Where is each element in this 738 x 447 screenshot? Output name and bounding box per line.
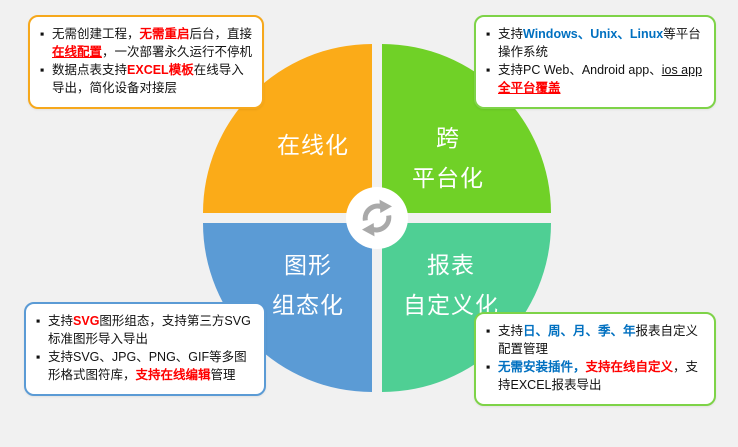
callout-item: 支持SVG图形组态，支持第三方SVG标准图形导入导出 — [35, 312, 255, 348]
callout-report-custom: 支持日、周、月、季、年报表自定义配置管理 无需安装插件，支持在线自定义，支持EX… — [474, 312, 716, 406]
quadrant-label-cross-platform: 跨 平台化 — [393, 118, 503, 198]
callout-item: 支持日、周、月、季、年报表自定义配置管理 — [485, 322, 705, 358]
quadrant-label-line: 组态化 — [272, 292, 344, 318]
callout-cross-platform: 支持Windows、Unix、Linux等平台操作系统 支持PC Web、And… — [474, 15, 716, 109]
quadrant-label-report-custom: 报表 自定义化 — [396, 245, 506, 325]
center-badge — [346, 187, 408, 249]
cycle-arrows-icon — [362, 199, 392, 237]
quadrant-label-line: 平台化 — [412, 165, 484, 191]
callout-item: 支持SVG、JPG、PNG、GIF等多图形格式图符库，支持在线编辑管理 — [35, 348, 255, 384]
callout-graphic-config: 支持SVG图形组态，支持第三方SVG标准图形导入导出 支持SVG、JPG、PNG… — [24, 302, 266, 396]
callout-item: 支持Windows、Unix、Linux等平台操作系统 — [485, 25, 705, 61]
quadrant-label-line: 图形 — [284, 252, 332, 278]
callout-item: 无需安装插件，支持在线自定义，支持EXCEL报表导出 — [485, 358, 705, 394]
quadrant-label-line: 报表 — [427, 252, 475, 278]
quadrant-label-line: 跨 — [436, 125, 460, 151]
callout-item: 支持PC Web、Android app、ios app全平台覆盖 — [485, 61, 705, 97]
callout-item: 数据点表支持EXCEL模板在线导入导出，简化设备对接层 — [39, 61, 253, 97]
callout-item: 无需创建工程，无需重启后台，直接在线配置，一次部署永久运行不停机 — [39, 25, 253, 61]
quadrant-label-graphic-config: 图形 组态化 — [253, 245, 363, 325]
callout-online: 无需创建工程，无需重启后台，直接在线配置，一次部署永久运行不停机 数据点表支持E… — [28, 15, 264, 109]
quadrant-label-online: 在线化 — [277, 132, 349, 158]
